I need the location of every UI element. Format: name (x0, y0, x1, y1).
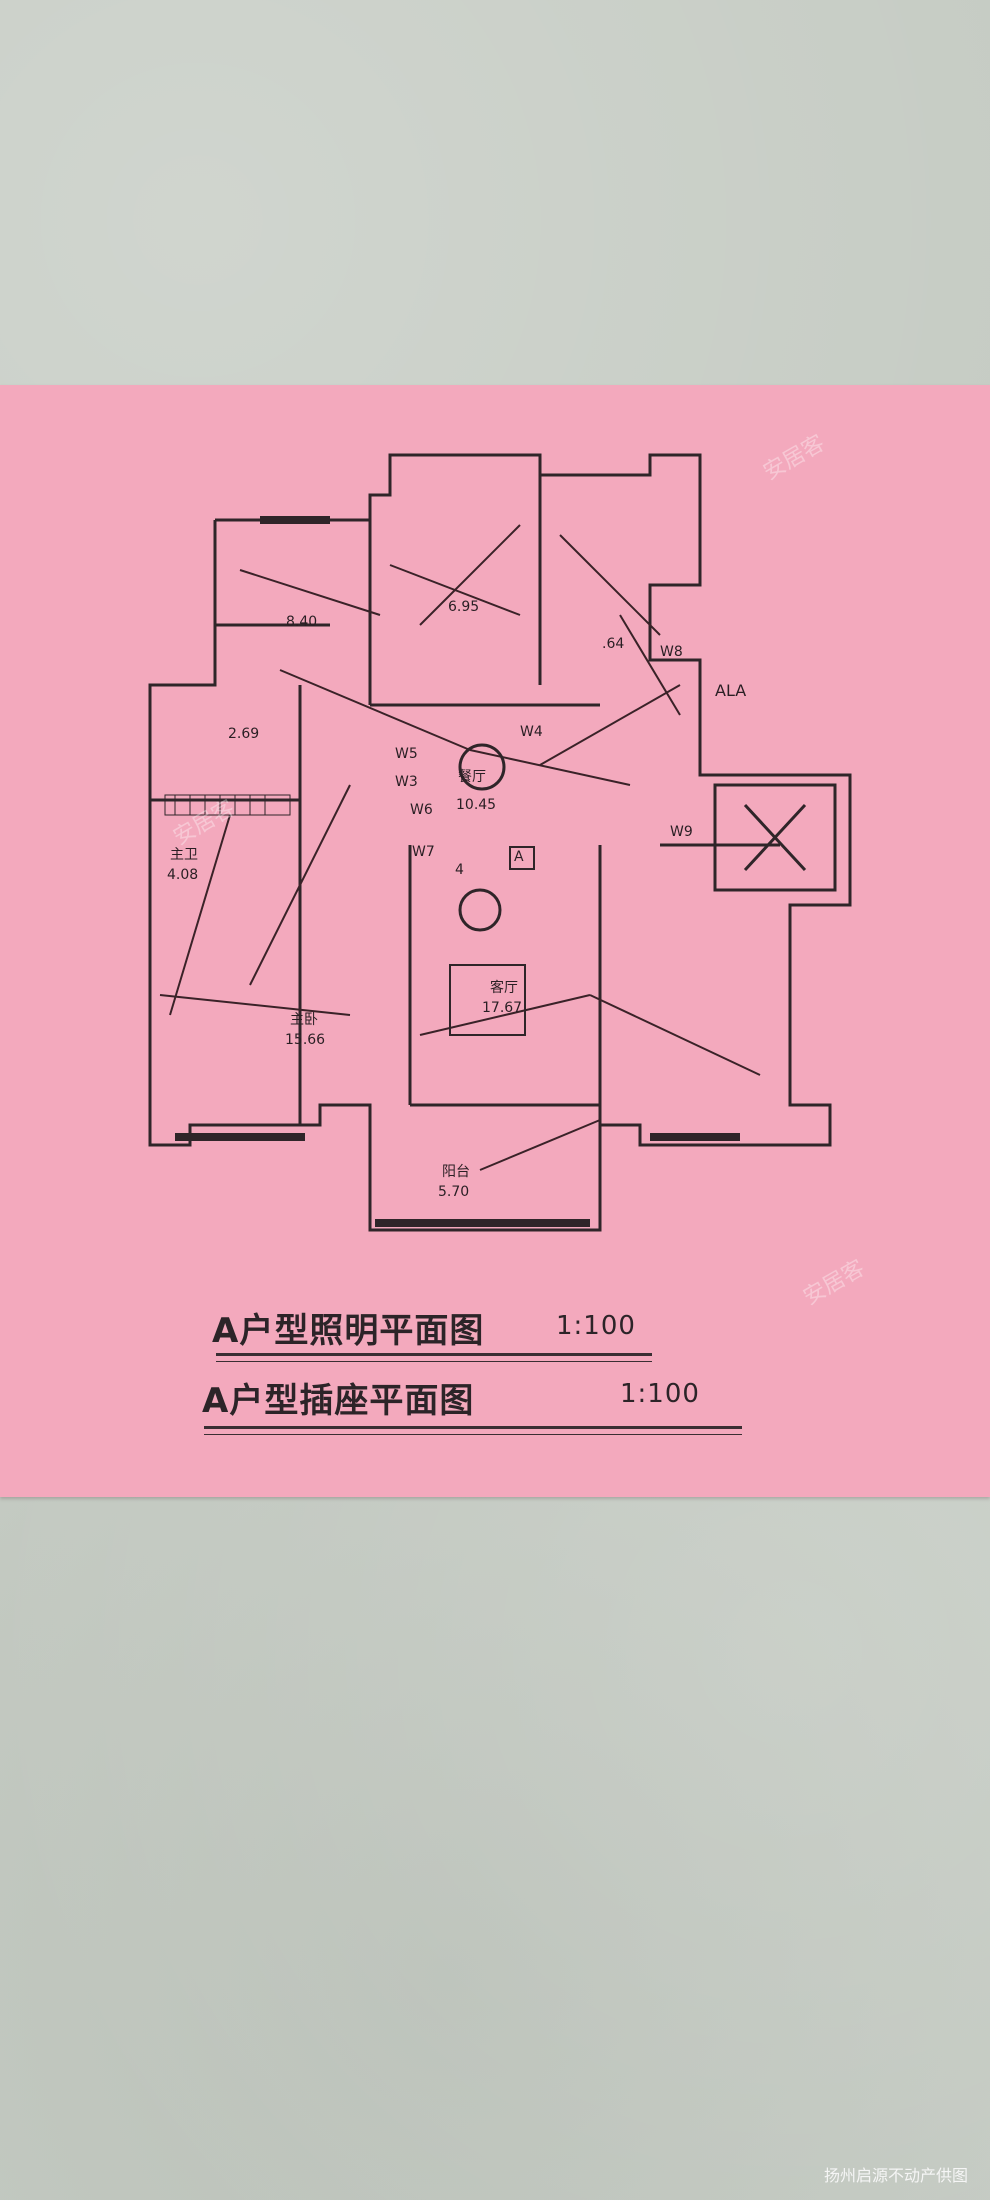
window-tag-w8: W8 (660, 644, 683, 660)
window-tag-w9: W9 (670, 824, 693, 840)
title-underline-1a (216, 1353, 652, 1356)
bath-1-area: 2.69 (228, 726, 260, 742)
lighting-plan-title: A户型照明平面图 (212, 1311, 485, 1351)
living-area: 17.67 (482, 1000, 523, 1016)
title-underline-2a (204, 1426, 742, 1429)
lighting-plan-scale: 1:100 (556, 1311, 636, 1341)
bedroom-1-area: 8.40 (286, 614, 318, 630)
socket-plan-scale: 1:100 (620, 1379, 700, 1409)
socket-plan-title: A户型插座平面图 (202, 1381, 475, 1421)
living-label: 客厅 (490, 980, 518, 996)
window-tag-w6: W6 (410, 802, 433, 818)
kitchen-area: 6.95 (448, 599, 480, 615)
window-tag-w4: W4 (520, 724, 543, 740)
master-bedroom-label: 主卧 (290, 1012, 318, 1028)
balcony-label: 阳台 (442, 1164, 470, 1180)
title-underline-1b (216, 1361, 652, 1362)
other-room-area: .64 (602, 636, 625, 652)
window-tag-w3: W3 (395, 774, 418, 790)
ala-mark: ALA (715, 681, 747, 700)
balcony-area: 5.70 (438, 1184, 470, 1200)
num-4-mark: 4 (455, 862, 464, 878)
photo-credit: 扬州启源不动产供图 (823, 2166, 968, 2185)
title-underline-2b (204, 1434, 742, 1435)
window-tag-w7: W7 (412, 844, 435, 860)
window-tag-w5: W5 (395, 746, 418, 762)
master-bedroom-area: 15.66 (285, 1032, 326, 1048)
master-bath-label: 主卫 (170, 847, 198, 863)
floor-plan-drawing (148, 453, 852, 1232)
master-bath-area: 4.08 (167, 867, 199, 883)
pink-floor-plan-sheet: 8.40 6.95 2.69 餐厅 10.45 主卫 4.08 主卧 15.66… (0, 385, 990, 1497)
dining-label: 餐厅 (458, 769, 486, 785)
section-a-mark: A (514, 849, 524, 865)
dining-area: 10.45 (456, 797, 497, 813)
